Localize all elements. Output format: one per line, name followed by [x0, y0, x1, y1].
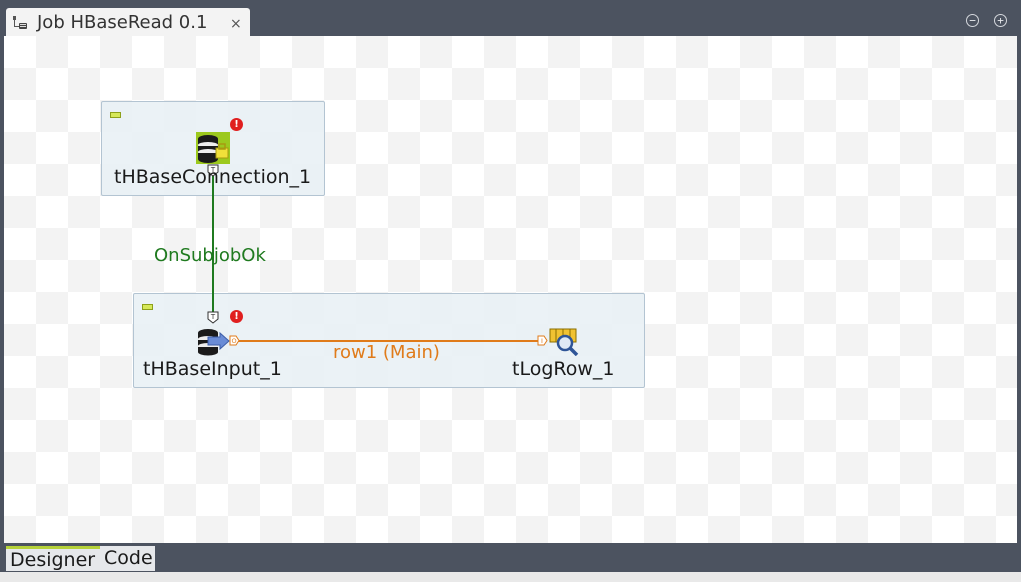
- input-port-icon[interactable]: I: [537, 335, 548, 346]
- minimize-icon[interactable]: −: [966, 14, 979, 27]
- error-icon: !: [230, 310, 243, 323]
- output-port-icon[interactable]: O: [229, 335, 240, 346]
- connection-lines: [212, 174, 538, 342]
- trigger-port-icon[interactable]: T: [207, 164, 219, 177]
- hbase-connection-icon[interactable]: [196, 132, 232, 168]
- component-label[interactable]: tHBaseConnection_1: [114, 166, 312, 188]
- tab-job-hbaseread[interactable]: Job HBaseRead 0.1 ×: [6, 8, 250, 36]
- tab-code[interactable]: Code: [100, 546, 155, 571]
- logrow-icon[interactable]: [549, 328, 579, 356]
- subjob-collapse-button[interactable]: [110, 112, 121, 118]
- hbase-input-icon[interactable]: [196, 328, 230, 356]
- job-icon: [13, 16, 27, 29]
- subjob-collapse-button[interactable]: [142, 304, 153, 310]
- svg-text:T: T: [210, 313, 216, 321]
- bottom-strip: [0, 572, 1021, 582]
- maximize-icon[interactable]: +: [994, 14, 1007, 27]
- component-label[interactable]: tLogRow_1: [512, 358, 615, 380]
- error-icon: !: [230, 118, 243, 131]
- trigger-in-port-icon: T: [207, 311, 219, 324]
- row1-main-label: row1 (Main): [333, 342, 440, 363]
- tab-designer[interactable]: Designer: [6, 546, 100, 571]
- tab-title: Job HBaseRead 0.1: [37, 12, 208, 33]
- onsubjobok-label: OnSubjobOk: [154, 245, 266, 266]
- editor-header: Job HBaseRead 0.1 × − +: [4, 6, 1017, 36]
- svg-text:O: O: [231, 337, 236, 345]
- component-label[interactable]: tHBaseInput_1: [143, 358, 282, 380]
- editor-footer: Designer Code: [4, 543, 1017, 572]
- svg-text:I: I: [541, 337, 543, 345]
- close-icon[interactable]: ×: [230, 16, 242, 32]
- svg-text:T: T: [210, 166, 216, 174]
- designer-canvas[interactable]: T ! tHBaseConnection_1 OnSubjobOk T O ! …: [4, 36, 1017, 543]
